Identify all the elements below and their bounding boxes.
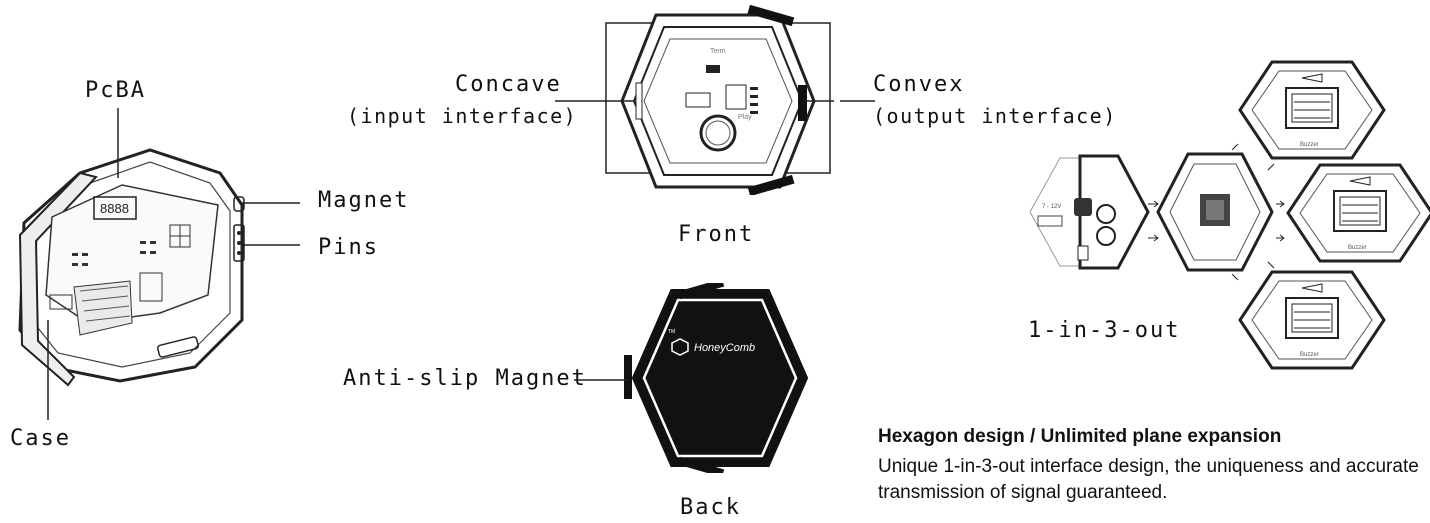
front-leader-lines xyxy=(555,100,875,102)
pins-label: Pins xyxy=(318,235,379,260)
front-module-drawing: Term Play xyxy=(604,5,834,195)
buzzer-label-2: Buzzer xyxy=(1348,245,1367,251)
caption-title: Hexagon design / Unlimited plane expansi… xyxy=(878,426,1282,447)
concave-sub-label: (input interface) xyxy=(347,104,578,128)
exploded-module-drawing: 8888 xyxy=(18,148,245,387)
convex-sub-label: (output interface) xyxy=(873,104,1117,128)
case-label: Case xyxy=(10,426,71,451)
convex-label: Convex xyxy=(873,72,965,97)
back-brand-text: HoneyComb xyxy=(694,342,755,354)
caption-body: Unique 1-in-3-out interface design, the … xyxy=(878,456,1419,503)
back-leader-line xyxy=(574,379,628,381)
expansion-diagram: 7 - 12V Buzzer Buzzer Buzzer xyxy=(1029,60,1430,370)
buzzer-label-3: Buzzer xyxy=(1300,352,1319,358)
svg-text:8888: 8888 xyxy=(100,201,129,216)
left-leader-lines xyxy=(47,108,300,420)
back-label: Back xyxy=(680,495,741,520)
anti-slip-magnet-label: Anti-slip Magnet xyxy=(343,366,587,391)
front-label: Front xyxy=(678,222,755,247)
power-voltage-label: 7 - 12V xyxy=(1042,204,1061,210)
concave-label: Concave xyxy=(455,72,562,97)
front-mid-label: Play xyxy=(738,114,752,121)
back-module-drawing: TM HoneyComb xyxy=(624,283,809,473)
buzzer-label-1: Buzzer xyxy=(1300,142,1319,148)
back-tm-mark: TM xyxy=(668,329,675,335)
one-in-three-out-label: 1-in-3-out xyxy=(1028,318,1181,343)
magnet-label: Magnet xyxy=(318,188,410,213)
front-top-label: Term xyxy=(710,48,726,55)
pcba-label: PcBA xyxy=(85,78,146,103)
